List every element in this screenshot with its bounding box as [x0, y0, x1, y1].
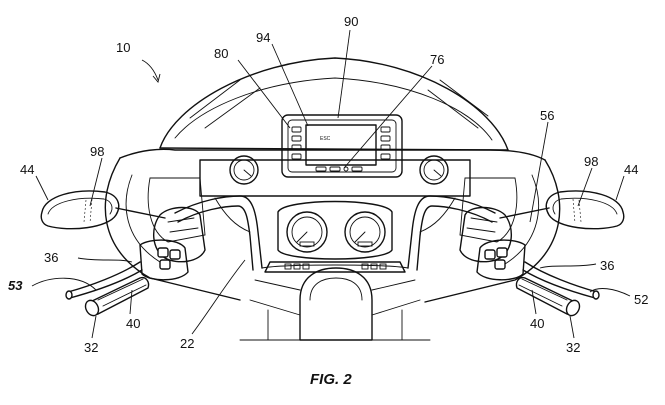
- label-10: 10: [116, 40, 130, 55]
- right-mirror: [499, 190, 625, 230]
- label-22: 22: [180, 336, 194, 351]
- left-mirror: [40, 190, 166, 230]
- label-40-left: 40: [126, 316, 140, 331]
- gauge-cluster: [277, 200, 393, 260]
- label-80: 80: [214, 46, 228, 61]
- right-control-assembly: [459, 206, 600, 317]
- right-small-gauge: [419, 155, 449, 185]
- label-94: 94: [256, 30, 270, 45]
- label-52: 52: [634, 292, 648, 307]
- label-44-left: 44: [20, 162, 34, 177]
- label-32-left: 32: [84, 340, 98, 355]
- label-36-left: 36: [44, 250, 58, 265]
- left-small-gauge: [229, 155, 259, 185]
- leader-lines: [31, 29, 631, 339]
- windshield: [159, 57, 509, 151]
- figure-caption: FIG. 2: [310, 371, 352, 388]
- display-screen: [305, 124, 377, 166]
- display-housing: ESC: [281, 114, 403, 178]
- left-control-assembly: [65, 206, 206, 317]
- label-44-right: 44: [624, 162, 638, 177]
- label-56: 56: [540, 108, 554, 123]
- label-76: 76: [430, 52, 444, 67]
- reference-numerals: 10 90 94 80 76 56 44 44 98 98 36 36 53 5…: [8, 14, 648, 355]
- center-console: [239, 261, 431, 341]
- label-98-left: 98: [90, 144, 104, 159]
- label-40-right: 40: [530, 316, 544, 331]
- label-90: 90: [344, 14, 358, 29]
- screen-text: ESC: [320, 136, 331, 142]
- label-32-right: 32: [566, 340, 580, 355]
- label-98-right: 98: [584, 154, 598, 169]
- label-53: 53: [8, 278, 23, 293]
- label-36-right: 36: [600, 258, 614, 273]
